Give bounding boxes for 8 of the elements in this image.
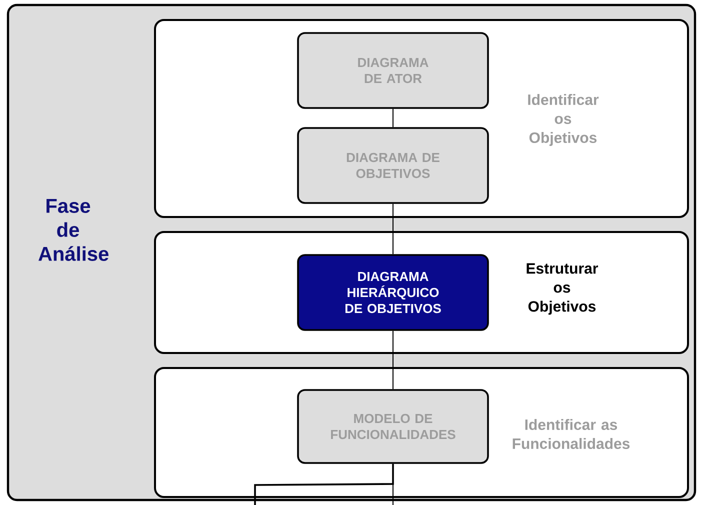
process-box: DIAGRAMA DE OBJETIVOS — [297, 127, 489, 204]
connector-line — [392, 203, 394, 255]
connector-line — [392, 108, 394, 128]
process-box: DIAGRAMA DE ATOR — [297, 32, 489, 109]
connector-line — [254, 464, 394, 505]
highlighted-box: DIAGRAMA HIERÁRQUICO DE OBJETIVOS — [297, 254, 489, 331]
connector-line — [392, 330, 394, 390]
process-box: MODELO DE FUNCIONALIDADES — [297, 389, 489, 464]
